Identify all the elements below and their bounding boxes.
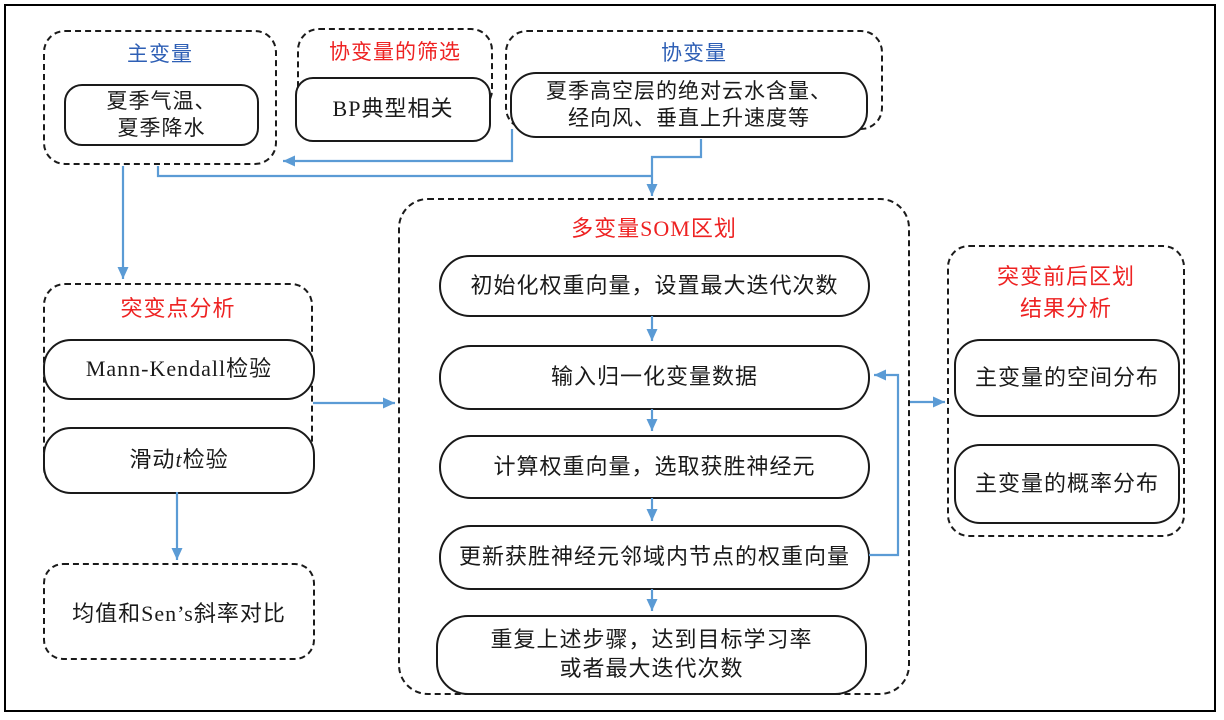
node-primary-variables: 夏季气温、 夏季降水 — [64, 84, 259, 146]
node-som-step-initialize: 初始化权重向量，设置最大迭代次数 — [439, 255, 870, 317]
figure-frame — [4, 4, 1216, 712]
moving-t-test-label-italic-t: t — [175, 447, 183, 473]
node-mann-kendall-test: Mann-Kendall检验 — [43, 339, 315, 400]
moving-t-test-label-pre: 滑动 — [129, 447, 176, 473]
node-spatial-distribution: 主变量的空间分布 — [954, 339, 1180, 417]
node-bp-canonical-correlation: BP典型相关 — [295, 77, 491, 142]
group-covariates-title: 协变量 — [661, 41, 727, 65]
group-primary-variables-title: 主变量 — [127, 42, 193, 66]
node-som-step-compute: 计算权重向量，选取获胜神经元 — [439, 435, 870, 499]
node-mean-sen-slope-comparison: 均值和Sen’s斜率对比 — [43, 563, 315, 660]
group-primary-variables: 主变量 夏季气温、 夏季降水 — [43, 30, 277, 165]
node-som-step-repeat: 重复上述步骤，达到目标学习率 或者最大迭代次数 — [436, 615, 867, 695]
group-som-title: 多变量SOM区划 — [571, 216, 737, 241]
node-som-step-update: 更新获胜神经元邻域内节点的权重向量 — [439, 525, 870, 590]
group-som-regionalization: 多变量SOM区划 初始化权重向量，设置最大迭代次数 输入归一化变量数据 计算权重… — [398, 198, 910, 695]
node-covariate-list: 夏季高空层的绝对云水含量、 经向风、垂直上升速度等 — [510, 72, 868, 138]
group-mutation-analysis-title: 突变点分析 — [120, 296, 236, 321]
group-result-analysis-title: 突变前后区划 结果分析 — [996, 264, 1135, 321]
node-probability-distribution: 主变量的概率分布 — [954, 444, 1180, 524]
moving-t-test-label-post: 检验 — [182, 447, 229, 473]
group-result-analysis: 突变前后区划 结果分析 主变量的空间分布 主变量的概率分布 — [947, 245, 1185, 537]
node-som-step-input: 输入归一化变量数据 — [439, 345, 870, 410]
group-covariate-screening-title: 协变量的筛选 — [329, 40, 461, 64]
